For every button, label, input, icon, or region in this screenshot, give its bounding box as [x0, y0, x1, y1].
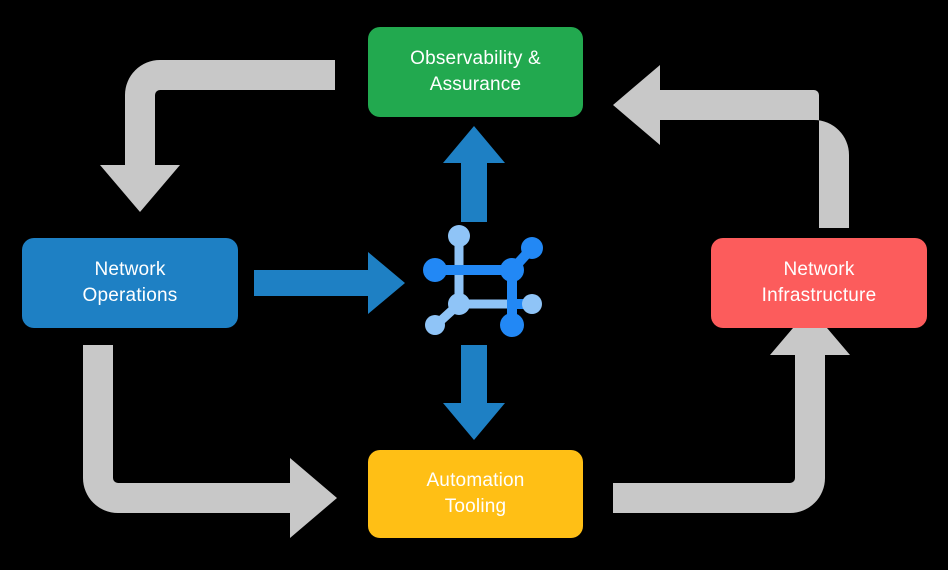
- node-label-automation: Automation Tooling: [426, 468, 524, 520]
- node-label-line2: Tooling: [444, 496, 507, 517]
- node-label-line1: Network: [94, 258, 166, 280]
- node-box-observability[interactable]: Observability & Assurance: [368, 27, 583, 117]
- node-label-observability: Observability & Assurance: [410, 46, 541, 98]
- network-icon-dark-nodes: [423, 237, 543, 337]
- gray-arrow-infrastructure-to-observability: [613, 65, 849, 228]
- network-icon-light-nodes: [425, 225, 542, 335]
- blue-arrow-operations-to-center: [254, 252, 405, 314]
- node-label-line1: Observability &: [410, 47, 541, 69]
- gray-arrow-observability-to-operations: [100, 60, 335, 212]
- blue-arrow-center-to-automation: [443, 345, 505, 440]
- node-label-line1: Network: [783, 258, 855, 280]
- node-label-infrastructure: Network Infrastructure: [762, 257, 877, 309]
- network-icon-light-edges: [430, 232, 517, 330]
- node-label-operations: Network Operations: [83, 257, 178, 309]
- gray-arrow-operations-to-automation: [83, 345, 337, 538]
- node-box-infrastructure[interactable]: Network Infrastructure: [711, 238, 927, 328]
- node-label-line2: Operations: [82, 285, 178, 306]
- node-label-line2: Infrastructure: [761, 285, 877, 306]
- node-label-line1: Automation: [426, 469, 525, 491]
- gray-arrow-automation-to-infrastructure: [613, 308, 850, 513]
- node-box-automation[interactable]: Automation Tooling: [368, 450, 583, 538]
- blue-arrow-center-to-observability: [443, 126, 505, 222]
- node-label-line2: Assurance: [429, 74, 522, 95]
- node-box-operations[interactable]: Network Operations: [22, 238, 238, 328]
